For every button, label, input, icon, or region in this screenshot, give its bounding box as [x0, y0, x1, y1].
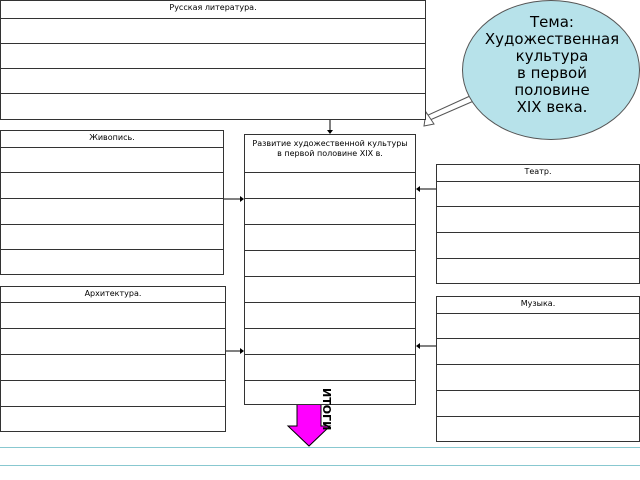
table-row[interactable]: [245, 277, 415, 303]
center-title: Развитие художественной культуры в перво…: [245, 135, 415, 173]
table-row[interactable]: [437, 314, 639, 339]
bubble-line: в первой: [517, 64, 587, 82]
table-row[interactable]: [1, 355, 225, 381]
bubble-line: Художественная: [484, 30, 620, 48]
table-row[interactable]: [437, 259, 639, 283]
table-row[interactable]: [437, 207, 639, 233]
table-row[interactable]: [1, 407, 225, 431]
table-row[interactable]: [245, 303, 415, 329]
table-row[interactable]: [437, 339, 639, 365]
table-row[interactable]: [1, 225, 223, 250]
table-row[interactable]: [1, 44, 425, 69]
table-row[interactable]: [1, 303, 225, 329]
table-row[interactable]: [1, 199, 223, 225]
table-row[interactable]: [1, 69, 425, 94]
table-row[interactable]: [245, 173, 415, 199]
painting-table: Живопись.: [0, 130, 224, 275]
bubble-line: XIX века.: [516, 98, 588, 116]
theatre-table: Театр.: [436, 164, 640, 284]
results-row[interactable]: [0, 447, 640, 465]
architecture-title: Архитектура.: [1, 287, 225, 303]
table-row[interactable]: [437, 365, 639, 391]
literature-table: Русская литература.: [0, 0, 426, 120]
bubble-line: половине: [514, 81, 590, 99]
table-row[interactable]: [245, 225, 415, 251]
center-table: Развитие художественной культуры в перво…: [244, 134, 416, 405]
bubble-line: культура: [515, 47, 589, 65]
table-row[interactable]: [1, 329, 225, 355]
theatre-title: Театр.: [437, 165, 639, 182]
literature-title: Русская литература.: [1, 1, 425, 19]
topic-bubble: [462, 0, 640, 140]
music-title: Музыка.: [437, 297, 639, 314]
bubble-line: Тема:: [530, 13, 574, 31]
table-row[interactable]: [245, 251, 415, 277]
table-row[interactable]: [437, 391, 639, 417]
table-row[interactable]: [1, 19, 425, 44]
table-row[interactable]: [245, 329, 415, 355]
itogi-label: ИТОГИ: [320, 388, 333, 431]
table-row[interactable]: [1, 381, 225, 407]
results-row[interactable]: [0, 465, 640, 480]
table-row[interactable]: [1, 94, 425, 119]
table-row[interactable]: [1, 173, 223, 199]
topic-bubble-text: Тема: Художественная культура в первой п…: [468, 14, 636, 116]
table-row[interactable]: [1, 250, 223, 274]
music-table: Музыка.: [436, 296, 640, 442]
table-row[interactable]: [437, 233, 639, 259]
table-row[interactable]: [1, 148, 223, 173]
table-row[interactable]: [437, 182, 639, 207]
painting-title: Живопись.: [1, 131, 223, 148]
architecture-table: Архитектура.: [0, 286, 226, 432]
table-row[interactable]: [245, 355, 415, 381]
table-row[interactable]: [437, 417, 639, 441]
table-row[interactable]: [245, 199, 415, 225]
